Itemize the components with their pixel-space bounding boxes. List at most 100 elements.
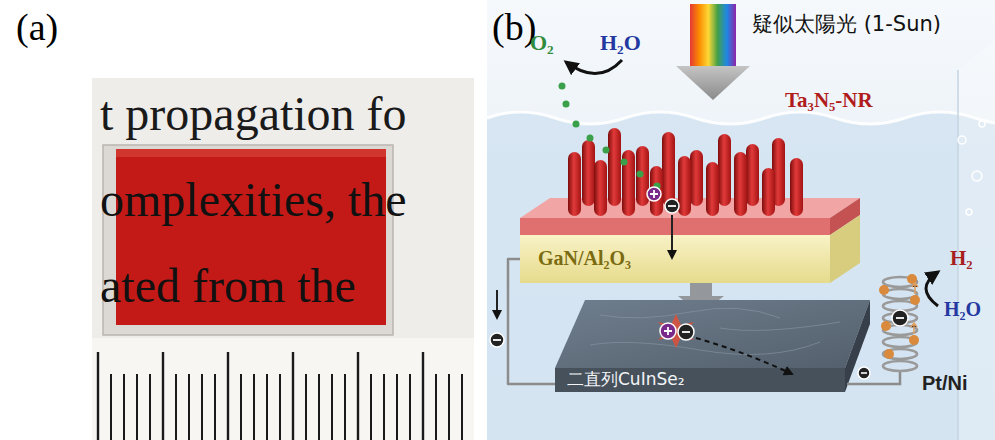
light-arrowhead bbox=[676, 66, 750, 100]
minus-sign bbox=[493, 339, 501, 341]
minus-sign bbox=[896, 317, 904, 319]
cis-side bbox=[845, 300, 870, 392]
hole-path bbox=[603, 147, 610, 154]
photo-text: omplexities, the bbox=[100, 172, 407, 227]
nanorod bbox=[662, 132, 675, 206]
electron-symbol bbox=[678, 324, 694, 340]
nanorod bbox=[718, 134, 731, 206]
excitation-burst bbox=[658, 314, 694, 348]
surface-texture bbox=[600, 308, 780, 318]
chemical-label: H₂ bbox=[950, 246, 973, 270]
surface-texture bbox=[720, 322, 840, 330]
wire bbox=[508, 259, 555, 384]
plus-sign bbox=[664, 327, 672, 335]
electron-symbol bbox=[490, 333, 504, 347]
layer-name: Pt/Ni bbox=[922, 372, 968, 395]
nanorod bbox=[790, 158, 803, 216]
gas-rise bbox=[911, 323, 917, 334]
hole-path bbox=[563, 101, 570, 108]
nanorod bbox=[734, 152, 747, 216]
plus-sign bbox=[650, 190, 658, 198]
buffer-layer: GaN/Al₂O₃ bbox=[520, 235, 830, 283]
film-front bbox=[520, 218, 830, 235]
chemical-label: O₂ bbox=[530, 30, 554, 55]
absorber-layer: 二直列CuInSe₂ bbox=[555, 300, 847, 392]
page-ground bbox=[0, 0, 487, 440]
coil bbox=[883, 361, 917, 371]
nanorod bbox=[594, 160, 607, 216]
water bbox=[487, 112, 995, 440]
nanorod bbox=[762, 168, 775, 216]
catalyst-particle bbox=[884, 349, 894, 359]
hole-path bbox=[573, 121, 580, 128]
layer-name: Ta₃N₅-NR bbox=[785, 88, 873, 112]
film-edge bbox=[116, 149, 386, 157]
hole-symbol bbox=[660, 323, 676, 339]
photo-text: ated from the bbox=[100, 258, 356, 313]
nanorod bbox=[746, 144, 759, 206]
ruler-tick-major bbox=[98, 352, 423, 440]
electron-symbol bbox=[892, 310, 908, 326]
hole-path bbox=[587, 135, 594, 142]
photo-panel bbox=[0, 0, 487, 440]
chemical-label: H₂O bbox=[944, 298, 981, 321]
light-beam bbox=[690, 4, 736, 66]
catalyst-particle bbox=[881, 321, 891, 331]
light-source-label: 疑似太陽光 (1-Sun) bbox=[752, 12, 941, 36]
minus-sign bbox=[668, 205, 676, 207]
catalyst-particle bbox=[909, 335, 919, 345]
bubble bbox=[958, 121, 985, 215]
nanorod bbox=[582, 140, 595, 206]
gan-side bbox=[830, 215, 860, 283]
electron-symbol bbox=[858, 367, 870, 379]
minus-sign bbox=[682, 331, 690, 333]
chemical-label: H₂O bbox=[600, 30, 641, 55]
minus-sign bbox=[861, 372, 867, 374]
electron-path bbox=[696, 338, 792, 374]
reduction-arrow bbox=[926, 272, 938, 306]
catalyst-particle bbox=[910, 295, 920, 305]
catalyst-particle bbox=[879, 274, 920, 359]
photo-text: t propagation fo bbox=[100, 86, 407, 141]
nanorod bbox=[568, 152, 581, 216]
catalyst-particle bbox=[879, 285, 889, 295]
bubble bbox=[966, 209, 972, 215]
hole-symbol bbox=[647, 187, 661, 201]
gas-rise bbox=[911, 283, 918, 334]
cathode-wire bbox=[880, 371, 900, 384]
cathode-coil: Pt/Ni bbox=[880, 262, 975, 402]
nanorod bbox=[608, 128, 621, 206]
panel-label: (a) bbox=[16, 6, 58, 50]
gas-rise bbox=[912, 283, 918, 294]
nanorod bbox=[678, 156, 691, 216]
oxidation-arrow bbox=[566, 60, 622, 74]
cis-top bbox=[555, 300, 870, 368]
cis-front bbox=[555, 368, 845, 392]
gan-front bbox=[520, 235, 830, 283]
panel-label: (b) bbox=[492, 6, 536, 50]
surface-texture bbox=[590, 342, 820, 355]
wire bbox=[847, 383, 880, 386]
hole-path bbox=[559, 83, 661, 190]
paper-photo bbox=[92, 78, 474, 440]
nanorod-layer: Ta₃N₅-NR bbox=[520, 88, 880, 235]
layer-name: 二直列CuInSe₂ bbox=[567, 370, 685, 390]
hole-path bbox=[621, 159, 628, 166]
hole-path bbox=[559, 83, 566, 90]
water-surface bbox=[487, 112, 995, 124]
layer-name: GaN/Al₂O₃ bbox=[538, 247, 631, 270]
bubble bbox=[979, 121, 985, 127]
hole-path bbox=[637, 171, 644, 178]
electron-arrow bbox=[671, 215, 673, 258]
nanorod bbox=[568, 128, 803, 216]
bubble bbox=[972, 171, 982, 181]
ruler bbox=[92, 338, 474, 440]
current-arrow bbox=[496, 290, 498, 318]
device-panel bbox=[487, 0, 995, 440]
electron-symbol bbox=[665, 199, 679, 213]
coil bbox=[883, 349, 917, 359]
bubble bbox=[958, 136, 966, 144]
surface-texture bbox=[590, 308, 840, 354]
